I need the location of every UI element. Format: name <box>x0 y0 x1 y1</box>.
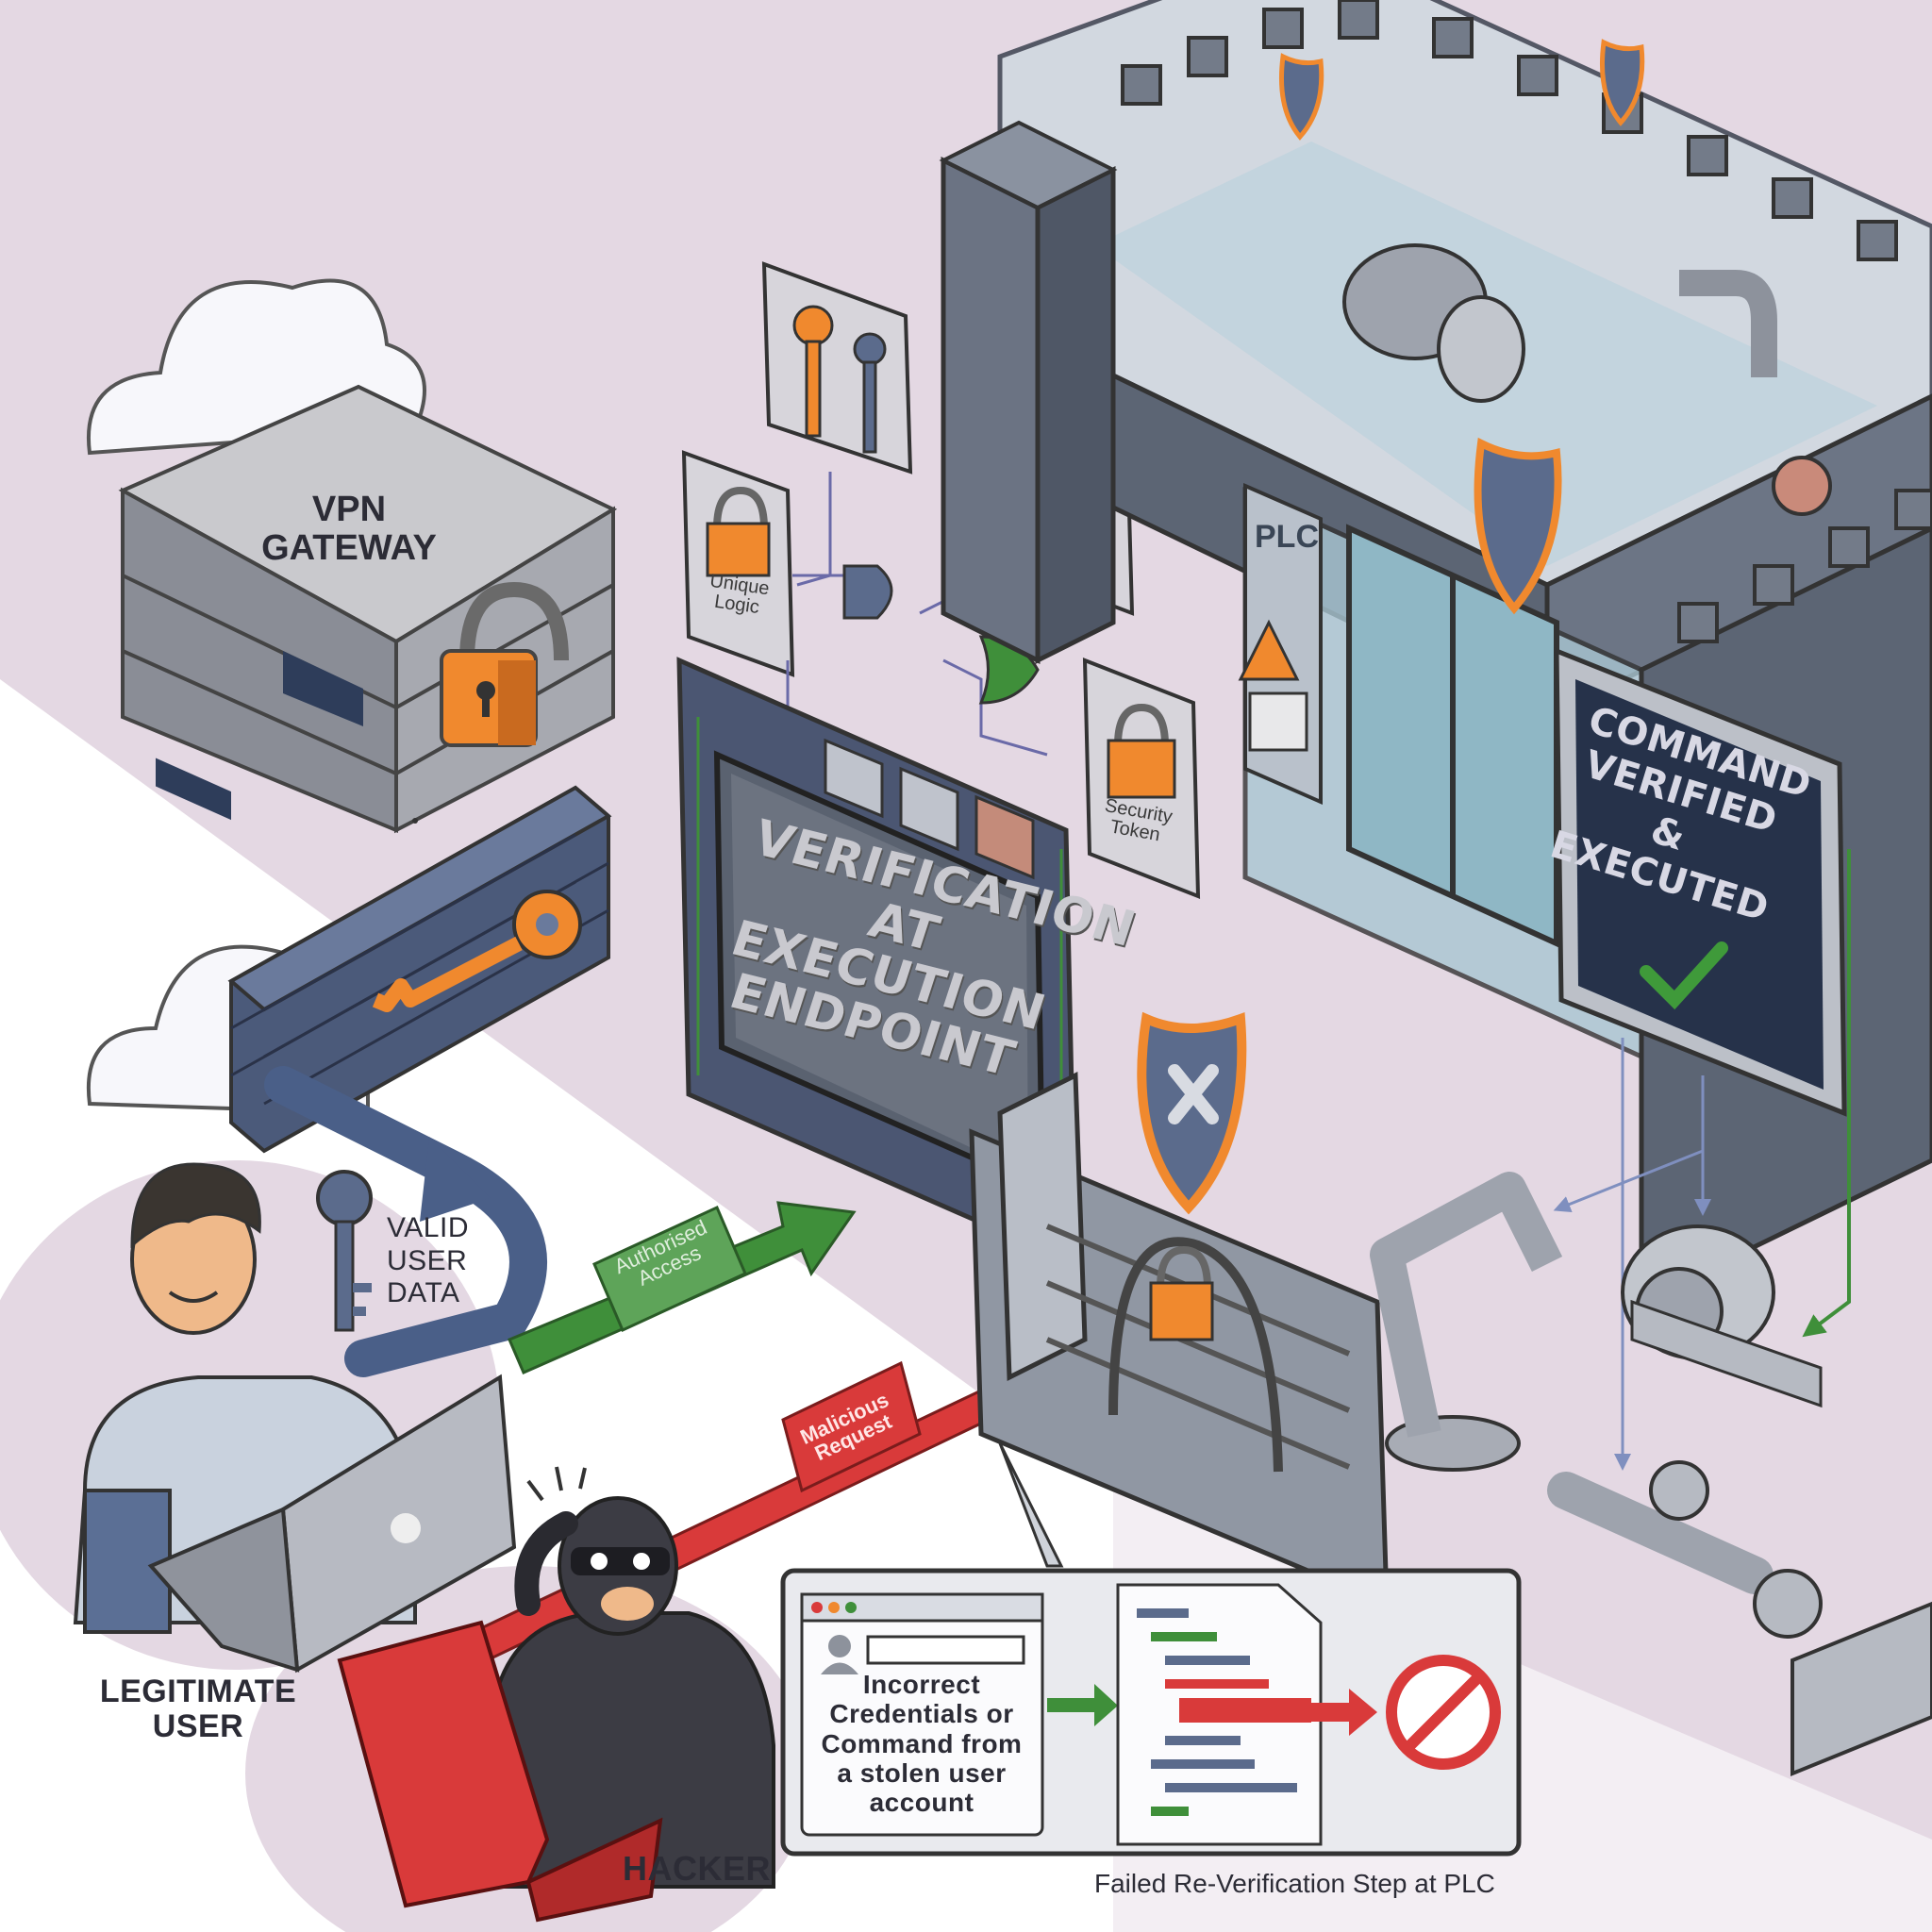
arrow-icon <box>1047 1684 1118 1726</box>
key-card <box>681 450 795 677</box>
arrow-icon <box>1311 1689 1377 1736</box>
shield-deny-icon <box>1137 1011 1247 1215</box>
key-icon <box>792 305 834 438</box>
plc-controller <box>1238 482 1323 806</box>
valve-icon <box>1772 456 1832 516</box>
legitimate-user-label: LEGITIMATE USER <box>99 1674 297 1744</box>
authorised-access-arrow <box>508 1201 857 1374</box>
key-card <box>761 261 913 475</box>
credential-error-message: Incorrect Credentials or Command from a … <box>821 1670 1023 1818</box>
password-field <box>866 1635 1025 1665</box>
checkmark-icon <box>1640 941 1728 1010</box>
padlock-icon <box>440 581 569 747</box>
status-icon <box>824 738 884 819</box>
laptop-icon <box>337 1620 663 1923</box>
padlock-icon <box>1107 703 1176 799</box>
verification-endpoint <box>676 657 1078 1268</box>
key-icon <box>372 890 582 1012</box>
laptop-icon <box>147 1374 517 1674</box>
pipe-icon <box>1679 270 1777 377</box>
security-gate <box>969 1072 1390 1607</box>
vpn-gateway-label: VPN GATEWAY <box>261 490 437 569</box>
motor-icon <box>1342 243 1525 403</box>
motor-icon <box>1621 1224 1823 1408</box>
status-icon <box>899 766 959 852</box>
output-wiring <box>1802 849 1851 1338</box>
status-icon <box>974 794 1035 880</box>
failure-caption: Failed Re-Verification Step at PLC <box>1094 1869 1495 1898</box>
user-icon <box>821 1635 858 1674</box>
key-icon <box>853 332 887 454</box>
warning-icon <box>1238 619 1300 681</box>
barrier-icon <box>1790 1601 1932 1776</box>
valid-user-data-label: VALID USER DATA <box>387 1212 469 1308</box>
hacker-figure <box>489 1466 775 1889</box>
padlock-icon <box>1149 1245 1214 1341</box>
robot-arm-icon <box>1370 1172 1563 1472</box>
padlock-icon <box>706 486 771 577</box>
shield-icon <box>1474 437 1562 615</box>
failure-inset <box>780 1442 1522 1857</box>
logic-gate-icon <box>842 564 893 620</box>
hacker-label: HACKER <box>623 1849 772 1888</box>
arrow-head <box>420 1137 491 1222</box>
output-wiring <box>1553 1038 1711 1471</box>
shield-icon <box>1278 53 1324 141</box>
key-card <box>1082 658 1201 899</box>
key-icon <box>316 1170 373 1332</box>
blocked-icon <box>1386 1655 1501 1770</box>
shield-icon <box>1599 39 1645 126</box>
valve-icon <box>1547 1460 1823 1639</box>
plc-label: PLC <box>1255 519 1319 555</box>
execution-panel <box>1554 647 1847 1117</box>
vpn-gateway-server <box>118 384 618 834</box>
